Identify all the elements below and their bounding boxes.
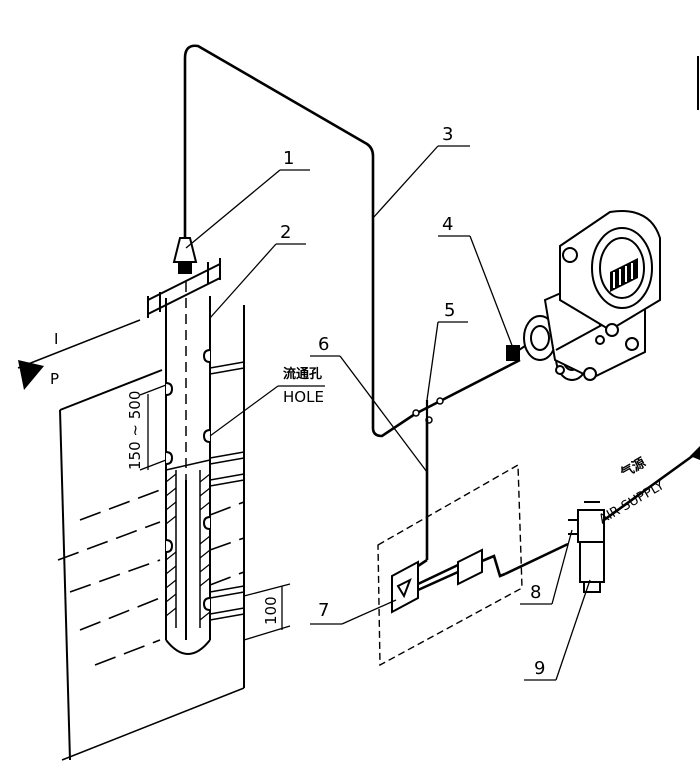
pressure-symbol: P bbox=[50, 370, 59, 388]
panel-tubing bbox=[417, 542, 569, 592]
dimension-bottom bbox=[243, 583, 291, 641]
stilling-pipe bbox=[165, 296, 211, 655]
top-clamp bbox=[147, 258, 221, 318]
support-bars bbox=[209, 361, 245, 621]
air-supply-label-cn: 气源 bbox=[618, 455, 649, 482]
callout-8: 8 bbox=[530, 582, 541, 603]
air-supply-label-en: AIR SUPPLY bbox=[597, 478, 668, 527]
dim-bottom-label: 100 bbox=[262, 596, 280, 625]
filter-regulator bbox=[568, 501, 605, 593]
callout-5: 5 bbox=[444, 300, 455, 321]
level-symbol: I bbox=[54, 330, 58, 348]
callout-6: 6 bbox=[318, 334, 329, 355]
hole-label-en: HOLE bbox=[283, 388, 324, 406]
fitting bbox=[172, 237, 198, 274]
air-supply-arrow bbox=[690, 446, 700, 460]
level-marker bbox=[17, 319, 141, 390]
liquid-surface-lines bbox=[57, 489, 245, 666]
tee-fitting bbox=[412, 358, 521, 560]
air-supply-line bbox=[603, 450, 699, 522]
callout-9: 9 bbox=[534, 658, 545, 679]
callout-2: 2 bbox=[280, 222, 291, 243]
callout-4: 4 bbox=[442, 214, 453, 235]
hole-label-cn: 流通孔 bbox=[283, 366, 322, 382]
callout-3: 3 bbox=[442, 124, 453, 145]
dimension-spacing bbox=[139, 384, 167, 471]
dim-spacing-label: 150 ~ 500 bbox=[126, 391, 144, 470]
pressure-transmitter bbox=[506, 210, 661, 381]
needle-valve bbox=[457, 548, 483, 586]
transmitter-display bbox=[610, 258, 638, 292]
callout-7: 7 bbox=[318, 600, 329, 621]
tank-outline bbox=[59, 305, 245, 761]
callout-1: 1 bbox=[283, 148, 294, 169]
air-tube bbox=[183, 44, 416, 438]
flow-panel bbox=[377, 463, 523, 667]
rotameter bbox=[391, 560, 419, 614]
